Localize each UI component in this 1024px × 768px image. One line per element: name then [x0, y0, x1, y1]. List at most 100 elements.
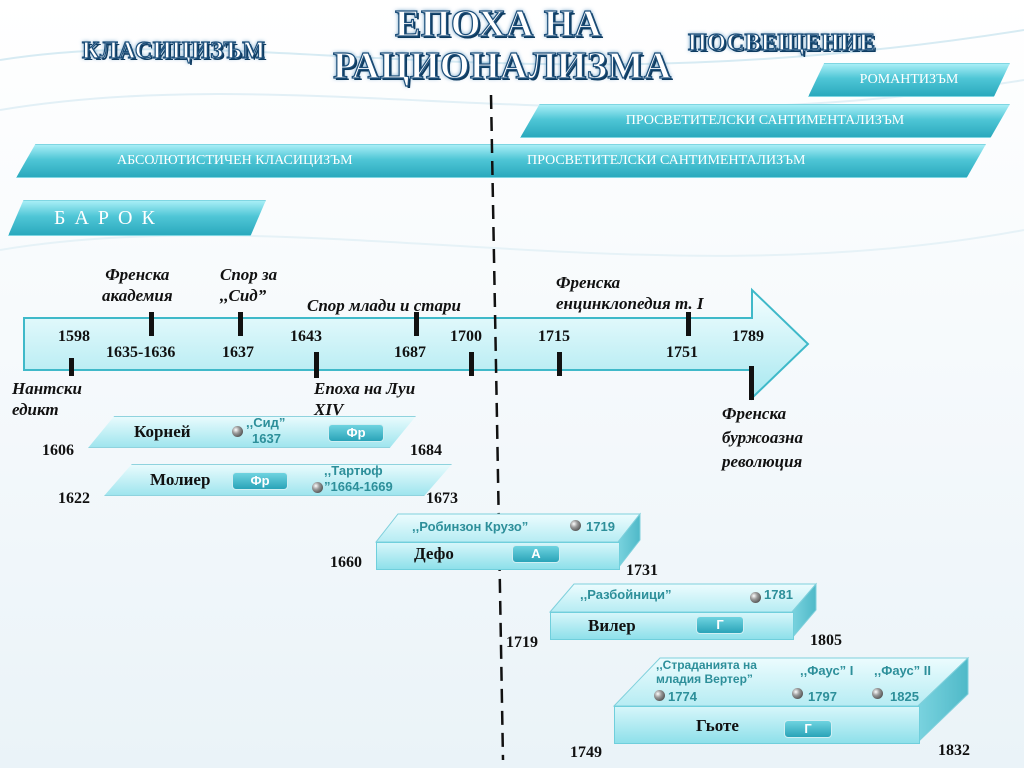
ribbon-absolutist-classicism-label: АБСОЛЮТИСТИЧЕН КЛАСИЦИЗЪМ: [117, 153, 353, 168]
ribbon-sentimentalism-top: ПРОСВЕТИТЕЛСКИ САНТИМЕНТАЛИЗЪМ: [520, 104, 1010, 138]
event-revolution: Френска буржоазна революция: [722, 402, 803, 474]
tick-academy: [149, 312, 154, 336]
year-1687: 1687: [394, 344, 426, 361]
event-ancients-moderns: Спор млади и стари: [307, 296, 461, 315]
ribbon-sentimentalism-top-label: ПРОСВЕТИТЕЛСКИ САНТИМЕНТАЛИЗЪМ: [625, 113, 905, 128]
event-cid-line1: Спор за: [220, 265, 278, 284]
work-year-tartuffe: ”1664-1669: [324, 479, 393, 494]
country-badge-goethe: Г: [784, 720, 832, 738]
corneille-death: 1684: [410, 442, 442, 459]
work-year-robinson: 1719: [586, 519, 615, 534]
ribbon-baroque-label: Б А Р О К: [54, 206, 157, 229]
event-encyclopedia: Френска енцинклопедия т. І: [556, 272, 704, 314]
tick-1789: [749, 366, 754, 400]
work-marker-icon: [872, 688, 883, 699]
work-title-faust2: ,,Фаус” II: [874, 663, 932, 678]
work-title-werther-line1: ,,Страданията на: [656, 658, 757, 672]
event-revolution-line1: Френска: [722, 404, 787, 423]
author-box-goethe: [614, 706, 920, 744]
work-year-cid: 1637: [252, 431, 281, 446]
ribbon-romanticism: РОМАНТИЗЪМ: [808, 63, 1010, 97]
author-name-moliere: Молиер: [150, 470, 211, 489]
work-marker-icon: [654, 690, 665, 701]
tick-1687: [414, 312, 419, 336]
year-1700: 1700: [450, 328, 482, 345]
classicism-title: КЛАСИЦИЗЪМ: [81, 37, 266, 64]
year-1637: 1637: [222, 344, 254, 361]
event-academy-line2: академия: [102, 286, 173, 305]
work-marker-icon: [232, 426, 243, 437]
main-title-line1: ЕПОХА НА: [394, 2, 602, 45]
work-year-werther: 1774: [668, 689, 697, 704]
work-title-cid: ,,Сид”: [246, 415, 286, 430]
country-badge-moliere: Фр: [232, 472, 288, 490]
goethe-birth: 1749: [570, 744, 602, 761]
wieler-death: 1805: [810, 632, 842, 649]
event-academy: Френска академия: [102, 264, 173, 306]
work-title-tartuffe: ,,Тартюф: [324, 463, 383, 478]
event-encyclopedia-line2: енцинклопедия т. І: [556, 294, 704, 313]
ribbon-sentimentalism-bottom-label: ПРОСВЕТИТЕЛСКИ САНТИМЕНТАЛИЗЪМ: [527, 153, 806, 168]
work-title-robbers: ,,Разбойници”: [580, 587, 672, 602]
ribbon-classicism-sentimentalism: АБСОЛЮТИСТИЧЕН КЛАСИЦИЗЪМ ПРОСВЕТИТЕЛСКИ…: [16, 144, 986, 178]
tick-1643: [314, 352, 319, 378]
country-badge-wieler: Г: [696, 616, 744, 634]
event-cid-dispute: Спор за ,,Сид”: [220, 264, 277, 306]
event-louis-line1: Епоха на Луи: [314, 379, 416, 398]
year-1635-1636: 1635-1636: [106, 344, 176, 361]
work-title-werther-line2: младия Вертер”: [656, 672, 753, 686]
work-marker-icon: [792, 688, 803, 699]
year-1789: 1789: [732, 328, 764, 345]
author-name-defoe: Дефо: [414, 544, 454, 563]
moliere-death: 1673: [426, 490, 458, 507]
author-box-defoe: [376, 542, 620, 570]
moliere-birth: 1622: [58, 490, 90, 507]
defoe-birth: 1660: [330, 554, 362, 571]
tick-cid: [238, 312, 243, 336]
event-nantes-line2: едикт: [12, 400, 59, 419]
tick-1700: [469, 352, 474, 376]
author-name-corneille: Корней: [134, 422, 191, 441]
work-year-faust2: 1825: [890, 689, 919, 704]
work-title-faust1: ,,Фаус” I: [800, 663, 854, 678]
event-nantes: Нантски едикт: [12, 378, 82, 420]
tick-1715: [557, 352, 562, 376]
defoe-death: 1731: [626, 562, 658, 579]
year-1751: 1751: [666, 344, 698, 361]
main-title-line2: РАЦИОНАЛИЗМА: [332, 44, 672, 87]
event-louis-line2: XIV: [314, 400, 344, 419]
event-louis: Епоха на Луи XIV: [314, 378, 415, 420]
wieler-birth: 1719: [506, 634, 538, 651]
event-encyclopedia-line1: Френска: [556, 273, 621, 292]
year-1643: 1643: [290, 328, 322, 345]
country-badge-defoe: А: [512, 545, 560, 563]
work-marker-icon: [750, 592, 761, 603]
corneille-birth: 1606: [42, 442, 74, 459]
event-revolution-line2: буржоазна: [722, 428, 803, 447]
tick-1598: [69, 358, 74, 376]
work-title-robinson: ,,Робинзон Крузо”: [412, 519, 529, 534]
work-title-werther: ,,Страданията на младия Вертер”: [656, 658, 757, 686]
work-marker-icon: [312, 482, 323, 493]
event-revolution-line3: революция: [722, 452, 803, 471]
country-badge-corneille: Фр: [328, 424, 384, 442]
work-year-robbers: 1781: [764, 587, 793, 602]
work-marker-icon: [570, 520, 581, 531]
event-nantes-line1: Нантски: [12, 379, 83, 398]
ribbon-romanticism-label: РОМАНТИЗЪМ: [859, 72, 959, 87]
author-name-goethe: Гьоте: [696, 716, 739, 735]
author-box-wieler: [550, 612, 794, 640]
event-cid-line2: ,,Сид”: [220, 286, 267, 305]
year-1598: 1598: [58, 328, 90, 345]
goethe-death: 1832: [938, 742, 970, 759]
year-1715: 1715: [538, 328, 570, 345]
work-year-faust1: 1797: [808, 689, 837, 704]
tick-1751: [686, 312, 691, 336]
author-name-wieler: Вилер: [588, 616, 636, 635]
enlightenment-title: ПОСВЕЩЕНИЕ: [687, 29, 876, 56]
event-academy-line1: Френска: [105, 265, 170, 284]
